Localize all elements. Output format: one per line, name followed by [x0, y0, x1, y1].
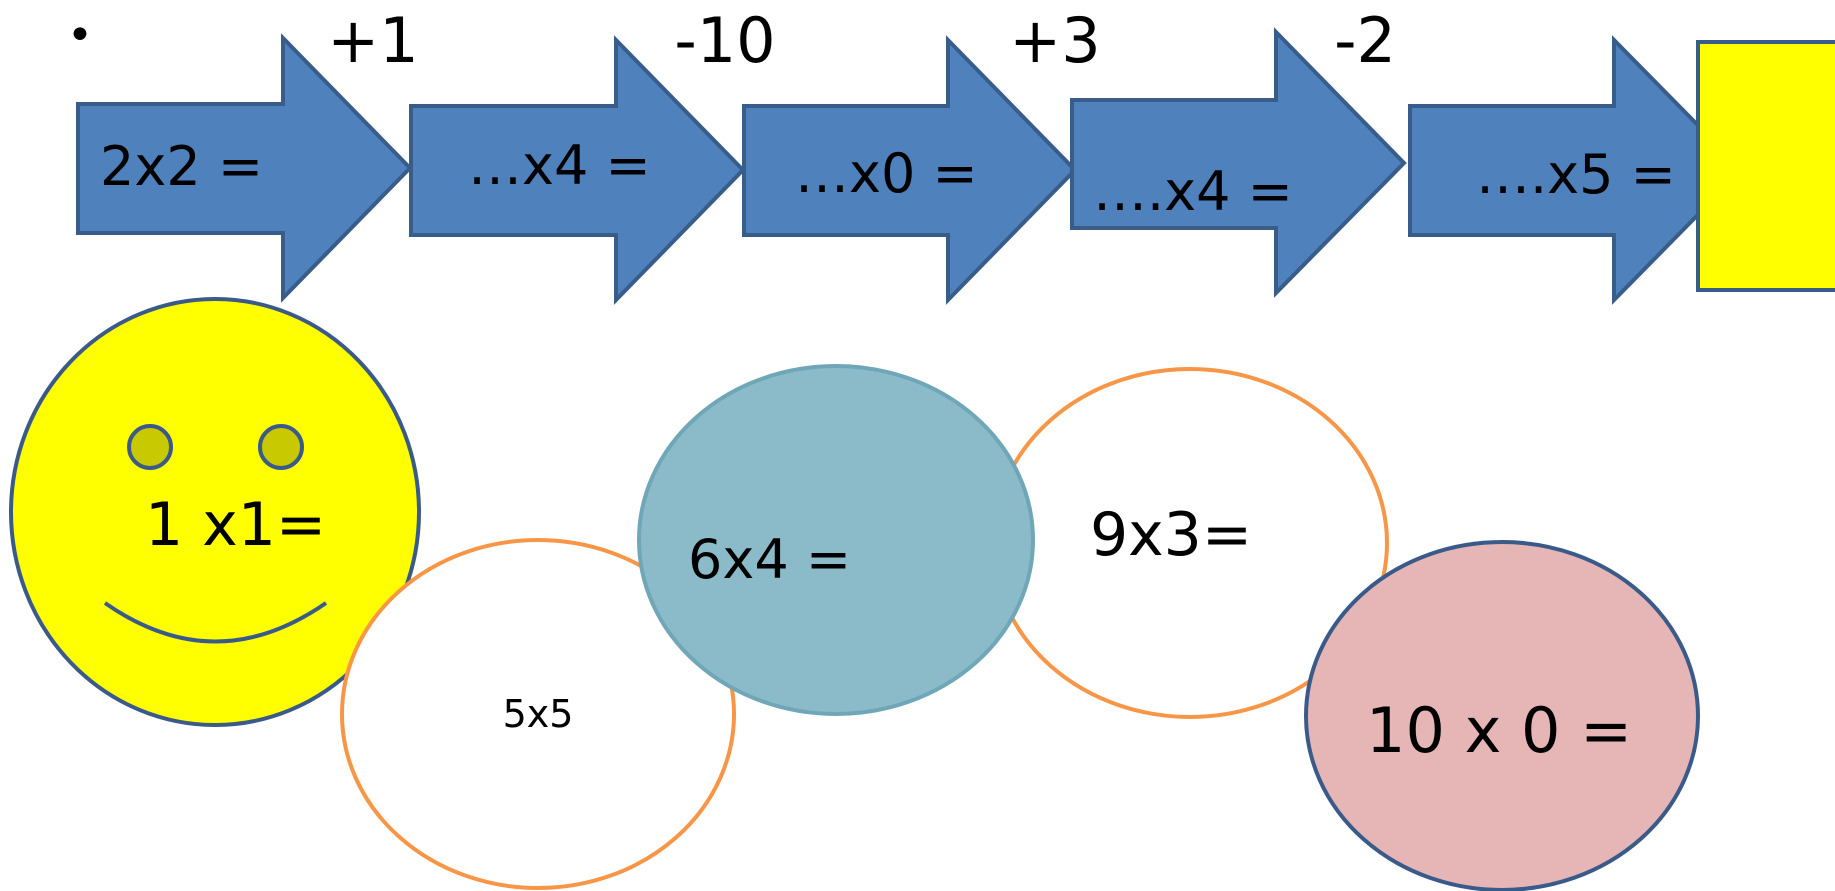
- smiley-left-eye: [127, 424, 173, 470]
- smiley-problem-label: 1 x1=: [145, 490, 326, 560]
- arrow-step-2: …x4 =: [409, 35, 746, 305]
- bubble-pink: [1304, 540, 1700, 891]
- arrow-step-4-label: ….x4 =: [1093, 160, 1293, 223]
- arrow-step-3: …x0 =: [742, 35, 1078, 305]
- bubble-white-left: [340, 538, 736, 890]
- bubble-teal-label: 6x4 =: [688, 528, 851, 591]
- arrow-step-1: 2x2 =: [76, 33, 413, 303]
- smiley-face: [9, 297, 421, 727]
- smiley-face-icon: [9, 297, 421, 727]
- arrow-step-4: ….x4 =: [1070, 27, 1407, 298]
- arrow-step-3-label: …x0 =: [795, 142, 978, 205]
- arrow-step-2-label: …x4 =: [468, 134, 651, 197]
- bubble-white-left-label: 5x5: [503, 692, 574, 736]
- smiley-right-eye: [258, 424, 304, 470]
- bubble-teal: [637, 364, 1035, 716]
- arrow-step-1-label: 2x2 =: [100, 135, 263, 198]
- operation-label-2: -10: [674, 4, 775, 77]
- smiley-mouth: [103, 601, 328, 644]
- right-arrow-shape-4: [1070, 27, 1407, 298]
- operation-label-4: -2: [1334, 4, 1396, 77]
- bubble-white-right-label: 9x3=: [1090, 500, 1252, 570]
- arrow-step-5: ….x5 =: [1408, 35, 1745, 305]
- bullet-point: •: [67, 10, 93, 61]
- right-arrow-shape-2: [409, 35, 746, 305]
- answer-box: [1696, 40, 1835, 292]
- arrow-step-5-label: ….x5 =: [1476, 143, 1676, 206]
- right-arrow-shape-3: [742, 35, 1078, 305]
- operation-label-3: +3: [1009, 4, 1100, 77]
- right-arrow-shape-5: [1408, 35, 1745, 305]
- operation-label-1: +1: [327, 4, 418, 77]
- right-arrow-shape-1: [76, 33, 413, 303]
- bubble-pink-label: 10 x 0 =: [1366, 694, 1632, 767]
